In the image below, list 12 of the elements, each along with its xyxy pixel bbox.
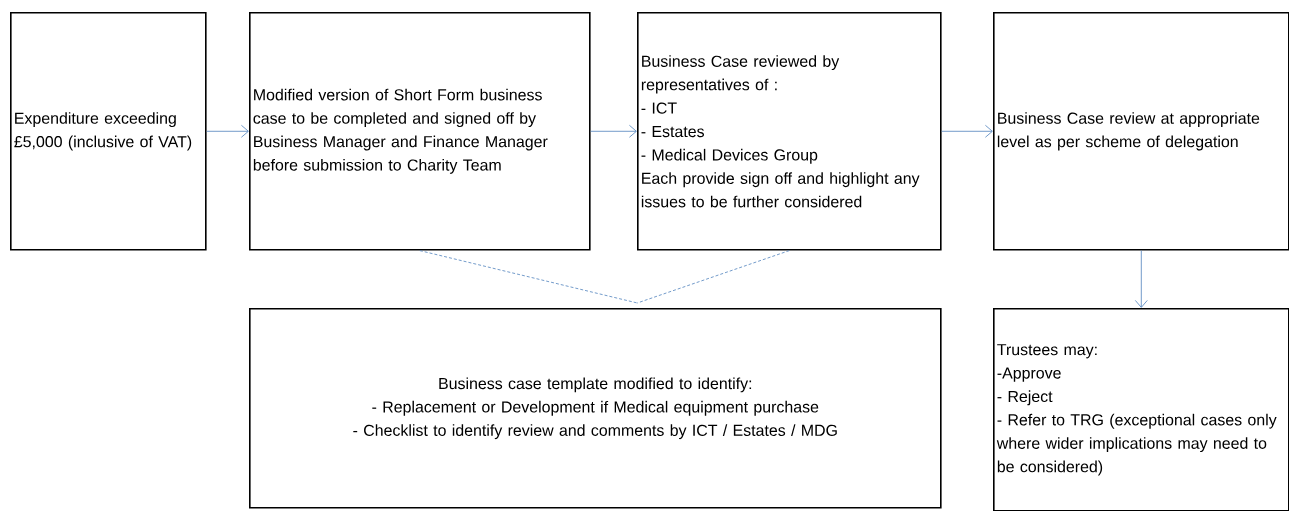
arrow — [1134, 250, 1148, 308]
arrow — [590, 124, 637, 138]
process-box: Modified version of Short Form business case to be completed and signed off by Business Manager and Finance Manager before submission to Charity Team — [249, 12, 591, 251]
process-box: Trustees may: -Approve - Reject - Refer to TRG (exceptional cases only where wider implications may need to be considered) — [993, 308, 1289, 511]
process-box: Business Case review at appropriate level as per scheme of delegation — [993, 12, 1289, 251]
template-box: Business case template modified to identify: - Replacement or Development if Medical equipment purchase - Checklist to identify review and comments by ICT / Estates / MDG — [249, 308, 942, 509]
arrow — [941, 124, 993, 138]
process-box: Expenditure exceeding £5,000 (inclusive of VAT) — [10, 12, 207, 251]
arrow — [206, 124, 249, 138]
process-box: Business Case reviewed by representatives of : - ICT - Estates - Medical Devices Group Each provide sign off and highlight any issues to be further considered — [637, 12, 942, 251]
dashed-line — [636, 250, 790, 304]
dashed-line — [419, 250, 638, 304]
